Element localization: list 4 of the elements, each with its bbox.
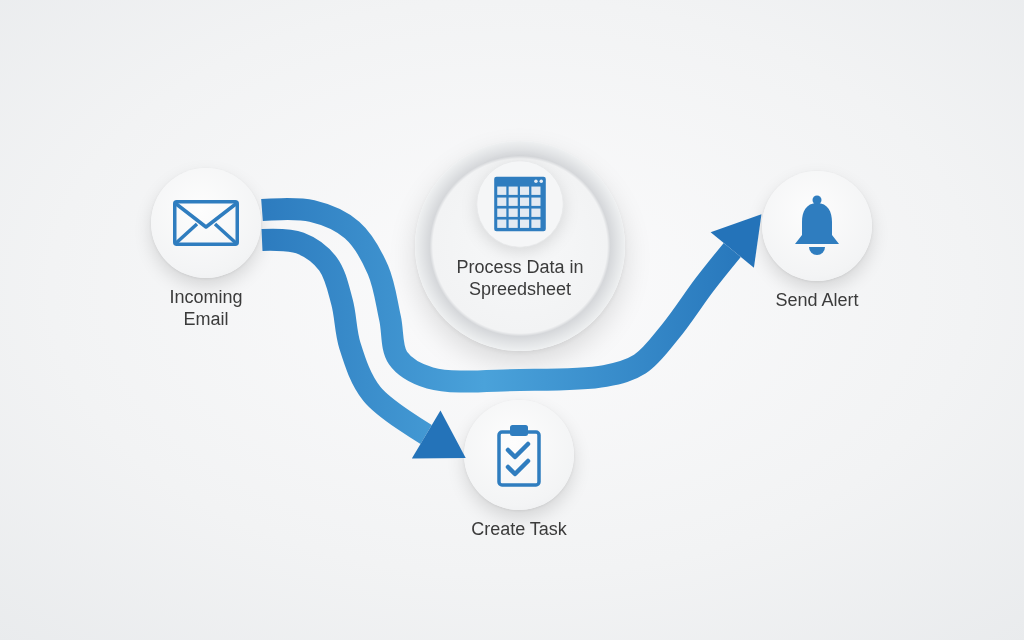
step-label: Create Task [470,518,568,540]
step-label: Process Data in Spreedsheet [455,256,585,300]
step-label: Send Alert [774,289,860,311]
step-label: Incoming Email [168,286,244,330]
